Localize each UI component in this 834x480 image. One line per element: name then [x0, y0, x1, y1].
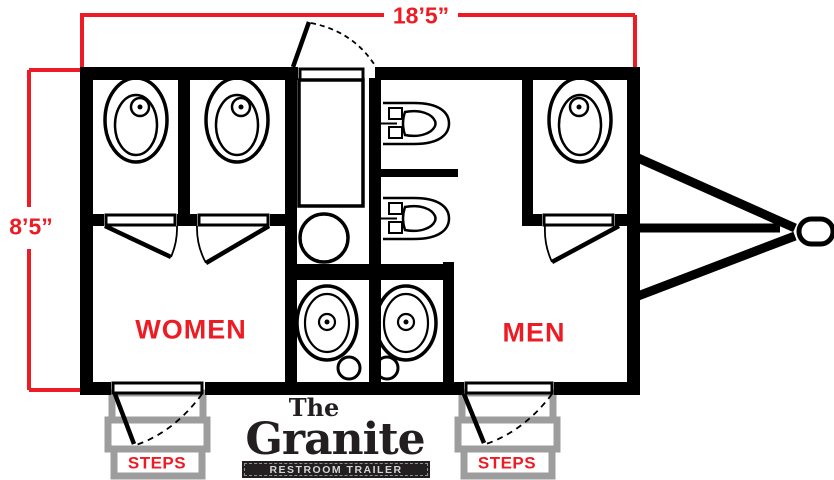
logo-banner: RESTROOM TRAILER — [242, 461, 430, 478]
floor-drain-icon — [298, 212, 350, 264]
walls — [80, 67, 640, 395]
urinal-icon — [381, 101, 451, 146]
logo-the: The — [288, 393, 340, 422]
urinal-icon — [381, 196, 451, 241]
women-room-label: WOMEN — [135, 314, 247, 345]
steps-right-label: STEPS — [477, 453, 537, 473]
sink-icon — [295, 284, 362, 381]
men-room-label: MEN — [502, 317, 566, 348]
door-swing-icons — [104, 21, 621, 446]
sink-icon — [374, 284, 438, 381]
height-dimension-label: 8’5” — [9, 213, 53, 240]
steps-left-label: STEPS — [127, 453, 187, 473]
dimension-lines — [27, 13, 637, 392]
logo-granite: Granite — [245, 414, 425, 465]
closet-icon — [297, 78, 365, 208]
door-panels — [104, 67, 615, 395]
toilet-icon — [103, 76, 169, 164]
hitch-icon — [636, 153, 834, 301]
toilet-icon — [547, 76, 613, 164]
width-dimension-label: 18’5” — [392, 2, 450, 29]
toilet-icon — [204, 76, 270, 164]
